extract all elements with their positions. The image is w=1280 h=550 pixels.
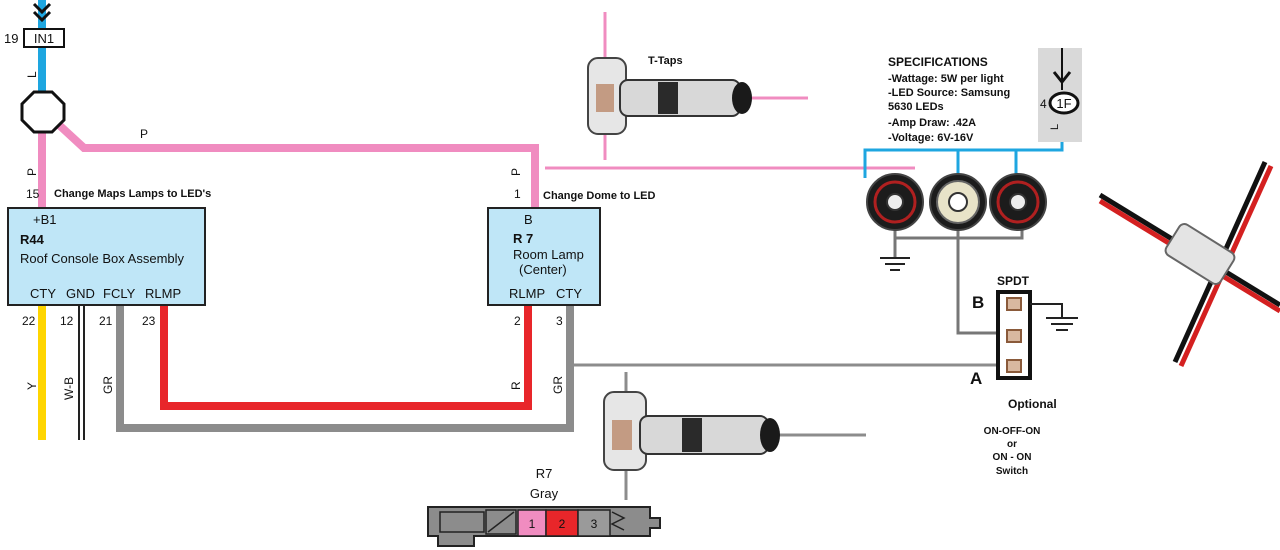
red-rlmp-wire <box>160 305 532 410</box>
r44-in-pin: 15 <box>26 187 40 201</box>
ground-symbol-lights <box>880 257 910 271</box>
r7-id: R 7 <box>513 231 533 246</box>
r44-pin-22: 22 <box>22 314 36 328</box>
led-light-3-image <box>989 173 1047 231</box>
r7-terminal-cty: CTY <box>556 286 582 301</box>
r44-terminal-gnd: GND <box>66 286 95 301</box>
r7-terminal: B <box>524 212 533 227</box>
ttaps-label: T-Taps <box>648 55 683 67</box>
connector-pin-1 <box>517 509 547 537</box>
r44-pin-21: 21 <box>99 314 113 328</box>
specs-line-4: -Amp Draw: .42A <box>888 117 976 129</box>
connector-color: Gray <box>530 486 559 501</box>
r7-in-pin: 1 <box>514 187 521 201</box>
input-wire-color: L <box>25 71 39 78</box>
switch-note-1: ON-OFF-ON <box>984 426 1041 437</box>
r44-wire-y: Y <box>25 382 39 390</box>
connector-pin-3 <box>577 509 611 537</box>
r7-terminal-rlmp: RLMP <box>509 286 545 301</box>
r7-wire-gr: GR <box>551 376 565 394</box>
r7-name-line2: (Center) <box>519 262 567 277</box>
switch-optional: Optional <box>1008 397 1057 411</box>
switch-type-label: SPDT <box>997 274 1030 288</box>
switch-ground-wire <box>1030 303 1063 318</box>
fuse-wire-color: L <box>1049 124 1061 130</box>
r44-terminal-fcly: FCLY <box>103 286 136 301</box>
r44-box <box>7 207 206 306</box>
fuse-connector <box>1048 91 1080 115</box>
switch-note-2: or <box>1007 439 1017 450</box>
r44-terminal-rlmp: RLMP <box>145 286 181 301</box>
gray-cty-wire <box>116 305 574 432</box>
switch-pos-a: A <box>970 369 982 388</box>
specs-line-3: 5630 LEDs <box>888 101 944 113</box>
r7-pin-2: 2 <box>514 314 521 328</box>
r44-wire-wb: W-B <box>62 377 76 400</box>
fuse-label: 1F <box>1056 96 1071 111</box>
r7-wire-r: R <box>509 381 523 390</box>
r44-pin-23: 23 <box>142 314 156 328</box>
led-light-1-image <box>866 173 924 231</box>
led-light-2-image <box>929 173 987 231</box>
input-connector-box <box>23 28 65 48</box>
p-wire-r7 <box>55 121 539 208</box>
r44-wire-gr: GR <box>101 376 115 394</box>
r44-in-wire-label: P <box>25 168 39 176</box>
t-tap-bottom-image <box>603 372 866 500</box>
specs-line-5: -Voltage: 6V-16V <box>888 132 974 144</box>
r7-box <box>487 207 601 306</box>
t-tap-wire-photo <box>1098 160 1280 368</box>
r44-note: Change Maps Lamps to LED's <box>54 188 211 200</box>
input-arrow-icon <box>32 2 52 23</box>
connector-id: R7 <box>536 466 553 481</box>
connector-pin-3-label: 3 <box>591 517 598 531</box>
connector-pin-1-label: 1 <box>529 517 536 531</box>
switch-contact-a <box>1006 359 1022 373</box>
t-tap-top-image <box>587 12 808 160</box>
r44-id: R44 <box>20 232 45 247</box>
specs-line-2: -LED Source: Samsung <box>888 87 1010 99</box>
input-label: IN1 <box>34 31 54 46</box>
specs-title: SPECIFICATIONS <box>888 55 988 69</box>
connector-pin-2 <box>545 509 579 537</box>
junction-octagon <box>20 90 66 134</box>
input-pin: 19 <box>4 31 18 46</box>
r7-note: Change Dome to LED <box>543 190 656 202</box>
ground-symbol-switch <box>1046 317 1078 331</box>
r44-pin-12: 12 <box>60 314 74 328</box>
switch-b-wire <box>956 228 1000 335</box>
fuse-pin: 4 <box>1040 97 1047 111</box>
switch-contact-common <box>1006 329 1022 343</box>
r7-pin-3: 3 <box>556 314 563 328</box>
switch-pos-b: B <box>972 293 984 312</box>
switch-note-3: ON - ON <box>993 452 1032 463</box>
connector-pin-2-label: 2 <box>559 517 566 531</box>
r44-terminal: +B1 <box>33 212 57 227</box>
switch-note-4: Switch <box>996 466 1028 477</box>
r7-in-wire-label: P <box>509 168 523 176</box>
fuse-arrow-icon <box>1052 71 1072 85</box>
switch-contact-b <box>1006 297 1022 311</box>
r44-name: Roof Console Box Assembly <box>20 251 185 266</box>
specs-line-1: -Wattage: 5W per light <box>888 73 1004 85</box>
wire-p-label: P <box>140 127 148 141</box>
r7-name-line1: Room Lamp <box>513 247 584 262</box>
r44-terminal-cty: CTY <box>30 286 56 301</box>
